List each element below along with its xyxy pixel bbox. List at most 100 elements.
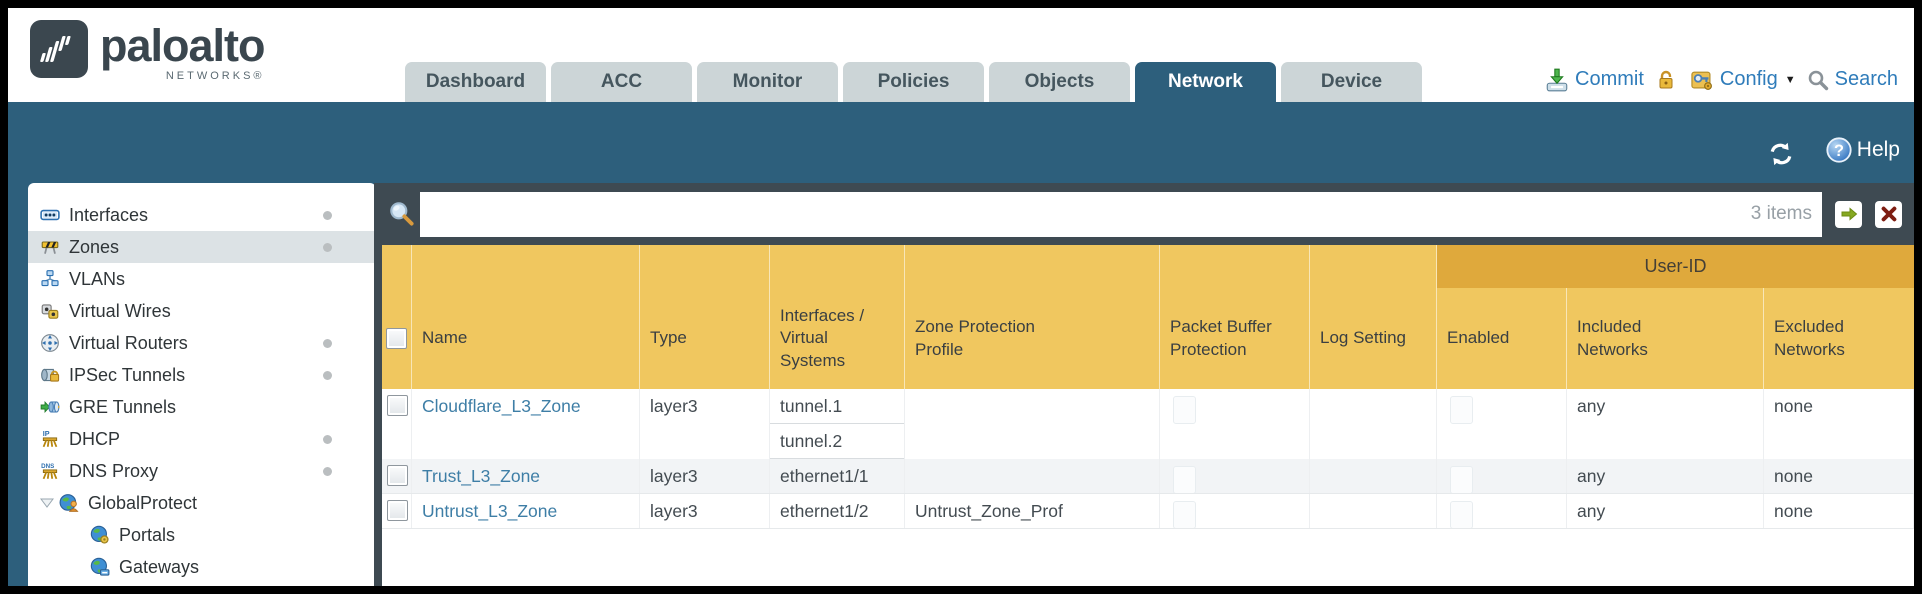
- column-header-enabled[interactable]: Enabled: [1437, 288, 1567, 389]
- sidebar-item-interfaces[interactable]: Interfaces: [28, 199, 376, 231]
- row-select-cell: [382, 459, 412, 493]
- apply-filter-button[interactable]: [1835, 200, 1862, 228]
- sidebar-item-label: DHCP: [69, 428, 121, 449]
- svg-text:?: ?: [1834, 142, 1844, 160]
- sidebar-item-zones[interactable]: Zones: [28, 231, 376, 263]
- zone-name-link[interactable]: Cloudflare_L3_Zone: [422, 396, 581, 416]
- status-dot: [323, 211, 332, 220]
- column-label: Packet Buffer Protection: [1170, 317, 1272, 359]
- packet-buffer-protection-cell: [1160, 459, 1310, 493]
- disabled-checkbox: [1173, 466, 1196, 493]
- svg-text:IP: IP: [43, 429, 50, 438]
- lock-icon[interactable]: [1654, 67, 1678, 93]
- table-body: Cloudflare_L3_Zone layer3 tunnel.1 tunne…: [382, 389, 1914, 529]
- sidebar-item-ipsec-tunnels[interactable]: IPSec Tunnels: [28, 359, 376, 391]
- sidebar-item-label: Zones: [69, 236, 120, 257]
- tab-objects[interactable]: Objects: [989, 62, 1130, 102]
- column-header-packet-buffer-protection[interactable]: Packet Buffer Protection: [1160, 245, 1310, 389]
- zone-protection-profile-cell: [905, 459, 1160, 493]
- sidebar-item-dhcp[interactable]: IP DHCP: [28, 423, 376, 455]
- disabled-checkbox: [1173, 501, 1196, 528]
- expander-triangle-icon[interactable]: [40, 498, 54, 508]
- sub-header-band: ? Help: [8, 102, 1914, 183]
- virtual-routers-icon: [40, 333, 60, 353]
- table-row: Cloudflare_L3_Zone layer3 tunnel.1 tunne…: [382, 389, 1914, 459]
- column-header-excluded-networks[interactable]: Excluded Networks: [1764, 288, 1914, 389]
- sidebar-item-label: IPSec Tunnels: [69, 364, 186, 385]
- status-dot: [323, 371, 332, 380]
- tab-device[interactable]: Device: [1281, 62, 1422, 102]
- paloalto-logo-icon: [30, 20, 88, 78]
- brand-logo: paloalto NETWORKS®: [30, 20, 266, 82]
- top-header: paloalto NETWORKS® Dashboard ACC Monitor…: [8, 8, 1914, 102]
- help-label: Help: [1856, 138, 1900, 161]
- sidebar-item-vlans[interactable]: VLANs: [28, 263, 376, 295]
- disabled-checkbox: [1450, 396, 1473, 424]
- zone-protection-profile-cell: Untrust_Zone_Prof: [905, 494, 1160, 528]
- excluded-networks-cell: none: [1764, 459, 1914, 493]
- included-networks-cell: any: [1567, 459, 1764, 493]
- tab-network[interactable]: Network: [1135, 62, 1276, 102]
- select-all-cell: [382, 245, 412, 389]
- zone-name-link[interactable]: Trust_L3_Zone: [422, 466, 541, 486]
- sidebar-item-gateways[interactable]: Gateways: [28, 551, 376, 583]
- column-label: Excluded Networks: [1774, 317, 1845, 359]
- refresh-icon[interactable]: [1766, 140, 1796, 168]
- tab-acc[interactable]: ACC: [551, 62, 692, 102]
- tab-policies[interactable]: Policies: [843, 62, 984, 102]
- sidebar-item-globalprotect[interactable]: GlobalProtect: [28, 487, 376, 519]
- select-all-checkbox[interactable]: [386, 328, 407, 349]
- sidebar-item-label: Interfaces: [69, 204, 149, 225]
- interfaces-cell: ethernet1/1: [770, 459, 905, 493]
- zone-type-cell: layer3: [640, 389, 770, 459]
- interfaces-cell: tunnel.1 tunnel.2: [770, 389, 905, 459]
- column-header-name[interactable]: Name: [412, 245, 640, 389]
- tab-monitor[interactable]: Monitor: [697, 62, 838, 102]
- column-header-log-setting[interactable]: Log Setting: [1310, 245, 1437, 389]
- sidebar-item-portals[interactable]: Portals: [28, 519, 376, 551]
- content-pane: 3 items Name Type: [374, 183, 1914, 586]
- column-label: Included Networks: [1577, 317, 1648, 359]
- excluded-networks-cell: none: [1764, 389, 1914, 459]
- help-button[interactable]: ? Help: [1825, 136, 1900, 164]
- filter-input[interactable]: [420, 191, 1751, 237]
- column-header-interfaces[interactable]: Interfaces / Virtual Systems: [770, 245, 905, 389]
- zone-protection-profile-cell: [905, 389, 1160, 459]
- row-checkbox[interactable]: [387, 395, 408, 416]
- table-row: Trust_L3_Zone layer3 ethernet1/1 any non…: [382, 459, 1914, 494]
- commit-button[interactable]: Commit: [1544, 67, 1644, 93]
- included-networks-cell: any: [1567, 494, 1764, 528]
- help-icon: ?: [1826, 137, 1852, 163]
- brand-text: paloalto NETWORKS®: [100, 20, 266, 82]
- interfaces-icon: [40, 205, 60, 225]
- ipsec-tunnels-icon: [40, 365, 60, 385]
- tab-dashboard[interactable]: Dashboard: [405, 62, 546, 102]
- portals-icon: [90, 525, 110, 545]
- zone-name-link[interactable]: Untrust_L3_Zone: [422, 501, 558, 521]
- filter-bar: 3 items: [382, 183, 1914, 245]
- sidebar-item-dns-proxy[interactable]: DNS DNS Proxy: [28, 455, 376, 487]
- zone-type-cell: layer3: [640, 459, 770, 493]
- sidebar-item-virtual-routers[interactable]: Virtual Routers: [28, 327, 376, 359]
- sidebar-item-label: VLANs: [69, 268, 126, 289]
- search-button[interactable]: Search: [1806, 68, 1898, 92]
- log-setting-cell: [1310, 494, 1437, 528]
- column-header-included-networks[interactable]: Included Networks: [1567, 288, 1764, 389]
- clear-filter-button[interactable]: [1875, 200, 1902, 228]
- gateways-icon: [90, 557, 110, 577]
- dns-proxy-icon: DNS: [40, 461, 60, 481]
- row-checkbox[interactable]: [387, 500, 408, 521]
- sidebar-item-label: Virtual Wires: [69, 300, 171, 321]
- column-header-type[interactable]: Type: [640, 245, 770, 389]
- sidebar-item-gre-tunnels[interactable]: GRE Tunnels: [28, 391, 376, 423]
- sidebar-item-virtual-wires[interactable]: Virtual Wires: [28, 295, 376, 327]
- packet-buffer-protection-cell: [1160, 389, 1310, 459]
- app-window: paloalto NETWORKS® Dashboard ACC Monitor…: [8, 8, 1914, 586]
- column-label: Enabled: [1447, 328, 1510, 348]
- config-menu[interactable]: Config ▼: [1688, 66, 1796, 93]
- sidebar-item-label: DNS Proxy: [69, 460, 159, 481]
- column-header-zone-protection-profile[interactable]: Zone Protection Profile: [905, 245, 1160, 389]
- brand-name: paloalto: [100, 20, 266, 71]
- svg-text:DNS: DNS: [41, 463, 54, 470]
- row-checkbox[interactable]: [387, 465, 408, 486]
